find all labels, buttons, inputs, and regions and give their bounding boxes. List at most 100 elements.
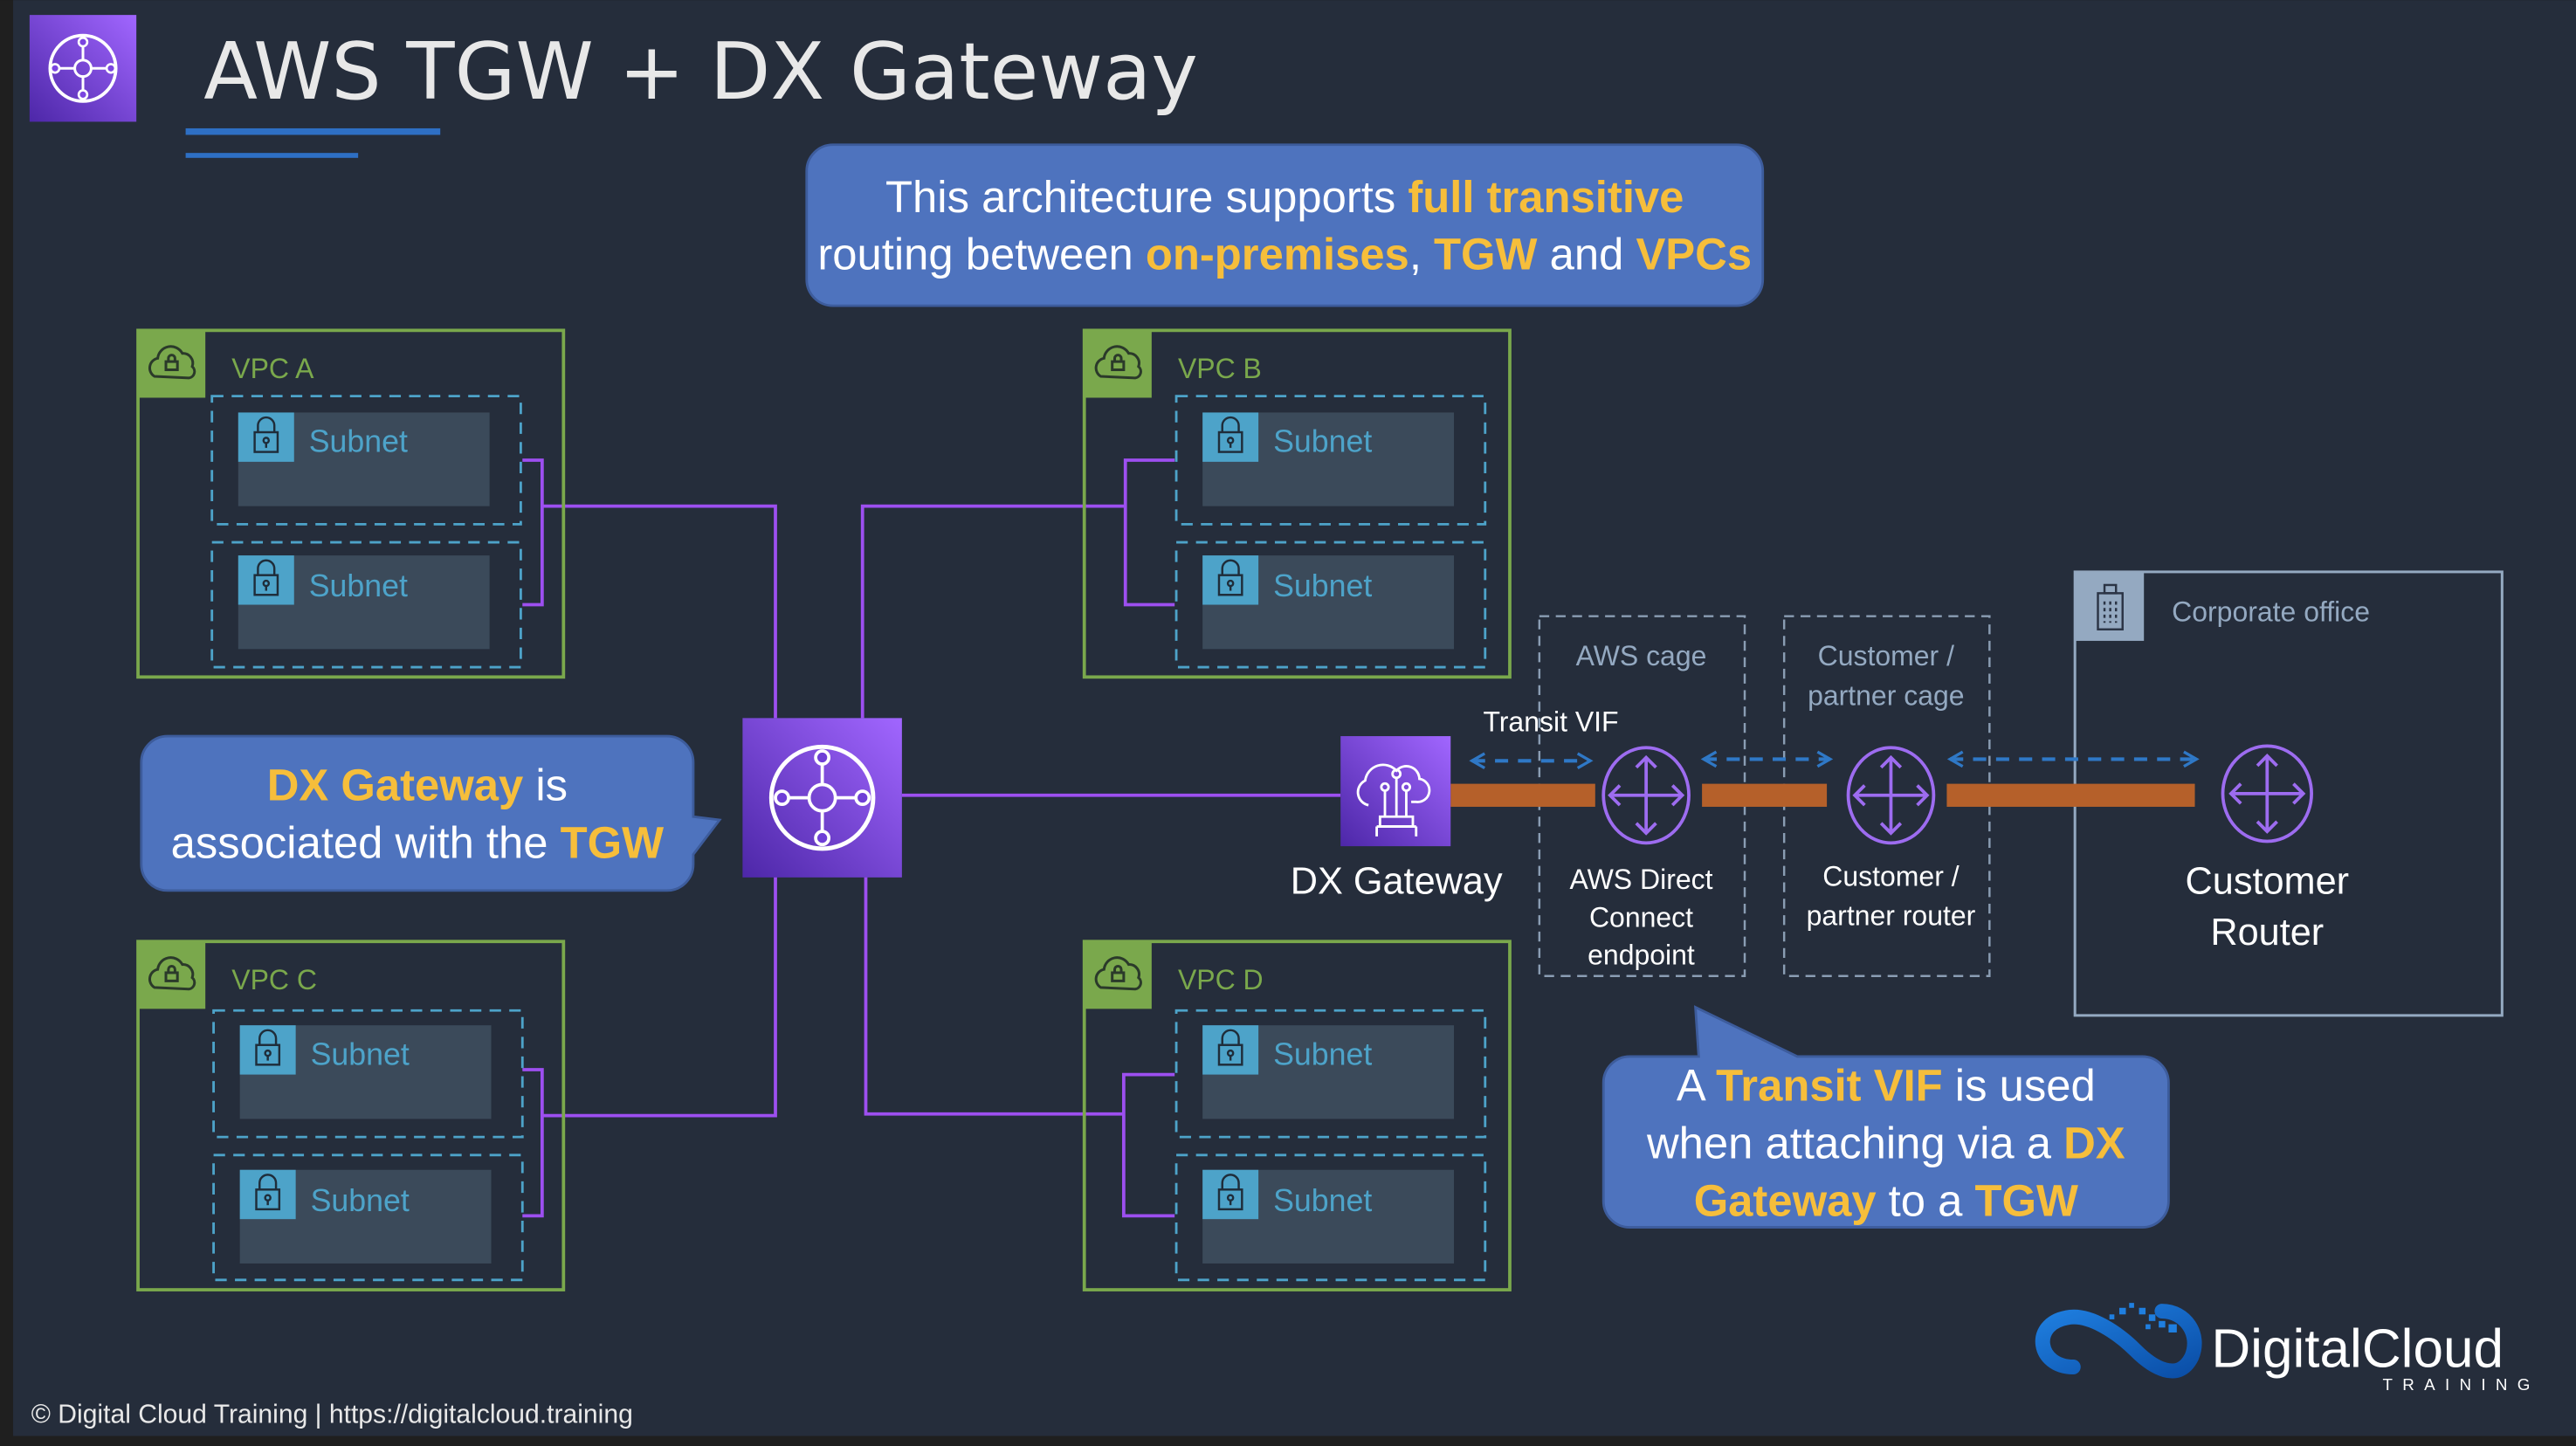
callout-br-line1: A Transit VIF is used	[1677, 1061, 2096, 1111]
callout-text-run: A	[1677, 1061, 1716, 1111]
tgw-attachment-lines	[522, 458, 1341, 1218]
dx-link-segment	[1450, 783, 1595, 807]
transit-gateway[interactable]	[742, 718, 902, 878]
subnet[interactable]: Subnet	[210, 395, 522, 526]
dx-link-segment	[1946, 783, 2195, 807]
virtual-interface-arrows	[1469, 750, 2200, 769]
vpc-a-bracket	[522, 458, 544, 607]
vpc-cloud-lock-icon	[1094, 345, 1142, 380]
callout-text-run: ,	[1409, 230, 1434, 279]
dx-gateway-label: DX Gateway	[1291, 861, 1503, 903]
callout-transit-vif: A Transit VIF is used when attaching via…	[1601, 1005, 2170, 1229]
infinity-cloud-icon	[2035, 1303, 2202, 1379]
subnet[interactable]: Subnet	[212, 1153, 524, 1282]
vpc-d-link	[864, 875, 1124, 1116]
subnet-label: Subnet	[1273, 1183, 1372, 1218]
customer-router-label-1: Customer	[2186, 861, 2350, 903]
subnet[interactable]: Subnet	[1174, 541, 1487, 669]
vpc-icon-bg	[1084, 330, 1152, 398]
subnet-label: Subnet	[311, 1036, 410, 1071]
callout-full-transitive-routing: This architecture supports full transiti…	[805, 143, 1765, 307]
vpc-b[interactable]: VPC B Subnet Subnet	[1082, 328, 1512, 679]
partner-router-label-1: Customer /	[1822, 860, 1959, 892]
highlighted-term: Gateway	[1694, 1175, 1877, 1225]
subnet-label: Subnet	[309, 424, 408, 459]
highlighted-term: VPCs	[1636, 230, 1752, 279]
partner-cage-label-2: partner cage	[1808, 679, 1965, 711]
highlighted-term: DX Gateway	[267, 760, 524, 809]
aws-cage: AWS cage	[1538, 615, 1746, 977]
vpc-icon-bg	[138, 330, 206, 398]
router-icon	[1846, 746, 1936, 845]
partner-cage-label-1: Customer /	[1818, 640, 1954, 671]
logo-sub-text: TRAINING	[2382, 1375, 2539, 1394]
subnet-label: Subnet	[311, 1183, 410, 1218]
subnet[interactable]: Subnet	[1174, 1153, 1487, 1282]
highlighted-term: TGW	[1434, 230, 1538, 279]
vpc-name: VPC C	[231, 964, 317, 995]
vpc-a[interactable]: VPC A Subnet Subnet	[136, 328, 566, 679]
dx-endpoint-label-3: endpoint	[1588, 940, 1695, 971]
dx-gateway[interactable]	[1340, 736, 1451, 847]
lock-icon	[255, 1029, 281, 1066]
footer-copyright: © Digital Cloud Training | https://digit…	[31, 1400, 633, 1429]
router-icon	[1601, 746, 1691, 845]
callout-dx-gateway-associated: DX Gateway is associated with the TGW	[140, 734, 722, 892]
vpc-d[interactable]: VPC D Subnet Subnet	[1082, 940, 1512, 1291]
title-underline-short	[185, 153, 359, 158]
vpc-icon-bg	[138, 941, 206, 1009]
subnet[interactable]: Subnet	[212, 1009, 524, 1139]
vpc-c[interactable]: VPC C Subnet Subnet	[136, 940, 566, 1291]
partner-cage: Customer / partner cage	[1782, 615, 1991, 977]
vpc-b-bracket	[1123, 458, 1175, 607]
router-icon	[2221, 744, 2313, 844]
vpc-name: VPC A	[231, 353, 314, 384]
callout-top-line1: This architecture supports full transiti…	[885, 172, 1684, 222]
lock-icon	[1217, 416, 1243, 453]
callout-br-line2: when attaching via a DX	[1646, 1119, 2125, 1168]
subnet[interactable]: Subnet	[210, 541, 522, 669]
callout-text-run: is used	[1943, 1061, 2096, 1111]
dx-endpoint-router[interactable]: AWS Direct Connect endpoint	[1569, 746, 1713, 971]
transit-gateway-icon	[29, 15, 137, 122]
partner-router-label-2: partner router	[1807, 899, 1976, 931]
lock-icon	[253, 416, 279, 453]
office-building-icon	[2097, 583, 2124, 630]
transit-vif-label: Transit VIF	[1483, 706, 1618, 737]
subnet[interactable]: Subnet	[1174, 1009, 1487, 1139]
callout-text-run: routing between	[817, 230, 1145, 279]
corporate-office-label: Corporate office	[2172, 596, 2370, 627]
callout-text-run: when attaching via a	[1646, 1119, 2063, 1168]
subnet-label: Subnet	[309, 568, 408, 603]
header: AWS TGW + DX Gateway	[29, 15, 1198, 158]
highlighted-term: TGW	[1975, 1175, 2079, 1225]
highlighted-term: on-premises	[1146, 230, 1409, 279]
dx-endpoint-label-1: AWS Direct	[1569, 864, 1712, 895]
subnet[interactable]: Subnet	[1174, 395, 1487, 526]
lock-icon	[255, 1174, 281, 1211]
highlighted-term: DX	[2063, 1119, 2125, 1168]
customer-router[interactable]: Customer Router	[2186, 744, 2350, 954]
callout-br-line3: Gateway to a TGW	[1694, 1175, 2078, 1225]
callout-left-line1: DX Gateway is	[267, 760, 568, 809]
partner-router[interactable]: Customer / partner router	[1807, 746, 1976, 931]
highlighted-term: full transitive	[1408, 172, 1684, 222]
subnet-label: Subnet	[1273, 568, 1372, 603]
corporate-office: Corporate office	[2073, 570, 2504, 1017]
dx-link-segment	[1702, 783, 1828, 807]
vpc-icon-bg	[1084, 941, 1152, 1009]
callout-text-run: to a	[1877, 1175, 1975, 1225]
page-title: AWS TGW + DX Gateway	[203, 26, 1198, 118]
lock-icon	[253, 559, 279, 596]
digitalcloud-logo: DigitalCloud TRAINING	[2035, 1303, 2539, 1394]
callout-left-line2: associated with the TGW	[171, 817, 665, 867]
transit-gateway-icon	[768, 744, 876, 851]
aws-cage-label: AWS cage	[1576, 640, 1707, 671]
lock-icon	[1217, 1174, 1243, 1211]
title-underline	[185, 127, 441, 135]
vpc-name: VPC B	[1178, 353, 1262, 384]
vpc-d-bracket	[1121, 1072, 1175, 1218]
subnet-label: Subnet	[1273, 424, 1372, 459]
callout-text-run: This architecture supports	[885, 172, 1408, 222]
vpc-b-link	[860, 504, 1126, 719]
